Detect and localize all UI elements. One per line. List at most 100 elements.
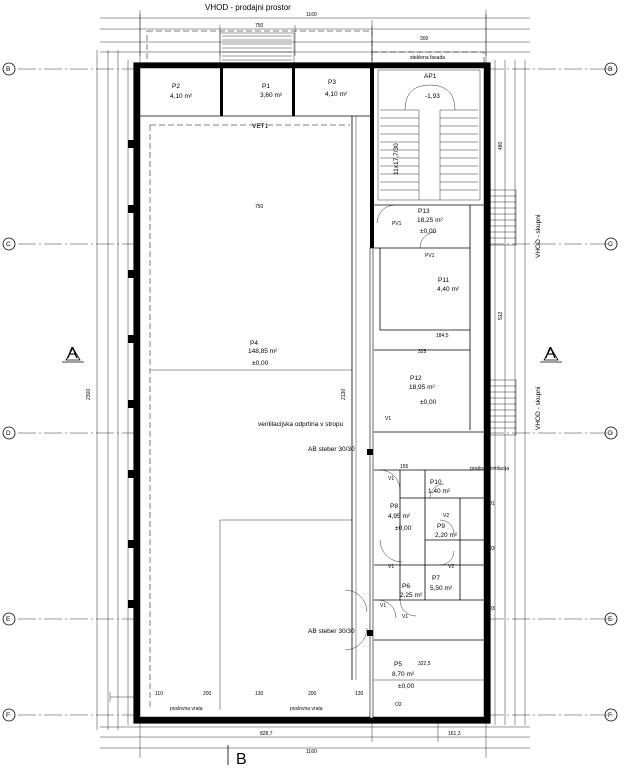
grid-bubbles-left — [2, 62, 16, 722]
room-level: ±0,00 — [420, 228, 437, 235]
dimension-lines-left — [96, 50, 129, 730]
room-area: 5,50 m² — [430, 585, 453, 592]
room-level: ±0,00 — [252, 360, 269, 367]
columns — [128, 140, 373, 636]
room-id: P9 — [437, 523, 445, 530]
door-label: O3 — [488, 546, 495, 552]
door-label: O2 — [395, 702, 402, 708]
door-label: V1 — [380, 603, 386, 609]
grid-axis-c-right: C — [608, 241, 613, 248]
window-note-2: poslovna vrata — [290, 706, 323, 712]
room-p12: P12 18,95 m² ±0,00 — [409, 375, 437, 406]
room-id: P12 — [410, 375, 422, 382]
dim-left-total: 2300 — [86, 389, 92, 400]
room-p5: P5 8,70 m² ±0,00 — [392, 661, 415, 690]
grid-axis-b-left: B — [6, 66, 10, 73]
forced-vent-note: prisilna ventilacija — [470, 466, 509, 472]
room-p8: P8 4,95 m² ±0,00 — [388, 503, 412, 532]
door-label: PV1 — [392, 221, 402, 227]
room-id: P10 — [430, 479, 442, 486]
dim-bottom-b: 161,3 — [448, 731, 461, 737]
room-area: 4,40 m² — [437, 286, 460, 293]
room-area: 2,25 m² — [400, 592, 423, 599]
window-note-1: poslovna vrata — [170, 706, 203, 712]
column-note-1: AB steber 30/30 — [308, 446, 355, 453]
dim-b4: 200 — [308, 691, 317, 697]
dim-bottom-a: 828,7 — [260, 731, 273, 737]
door-label: PV1 — [425, 253, 435, 259]
room-level: ±0,00 — [395, 525, 412, 532]
room-id: P6 — [402, 583, 410, 590]
room-id: P2 — [172, 83, 180, 90]
stair-label: 11x17,7/30 — [393, 143, 400, 175]
room-p9: P9 2,20 m² — [435, 523, 458, 539]
grid-axis-b-right: B — [608, 66, 612, 73]
entrance-canopy — [146, 30, 485, 67]
side-entrance-2: VHOD - skupni — [535, 387, 542, 430]
room-id: P1 — [262, 83, 270, 90]
grid-axis-f-right: F — [608, 712, 612, 719]
grid-axis-f-left: F — [6, 712, 10, 719]
room-id: P4 — [250, 340, 258, 347]
door-label: V2 — [443, 513, 449, 519]
dim-top-b: 300 — [420, 36, 429, 42]
dimension-lines-right — [494, 60, 526, 725]
ap-label: AP1 — [424, 73, 437, 80]
door-label: V1 — [388, 564, 394, 570]
room-level: ±0,00 — [398, 683, 415, 690]
room-p1: P1 3,60 m² — [260, 83, 283, 99]
section-a-left: A — [67, 345, 78, 362]
dim-b3: 130 — [255, 691, 264, 697]
dim-right-b: 480 — [498, 141, 504, 150]
room-id: P5 — [394, 661, 402, 668]
door-swings — [344, 204, 455, 651]
room-area: 4,95 m² — [388, 513, 411, 520]
room-area: 148,85 m² — [248, 348, 278, 355]
vestibule-label: VET1 — [252, 123, 269, 130]
door-label: O3 — [488, 606, 495, 612]
dim-top-a: 750 — [255, 23, 264, 29]
door-label: O1 — [488, 501, 495, 507]
grid-axis-c-left: C — [6, 241, 11, 248]
dim-mid: 750 — [255, 204, 264, 210]
outer-walls — [133, 62, 491, 724]
room-p13: P13 18,25 m² ±0,00 — [417, 208, 443, 235]
dim-b1: 110 — [155, 691, 163, 697]
room-area: 1,40 m² — [428, 488, 451, 495]
room-p6: P6 2,25 m² — [400, 583, 423, 599]
room-p3: P3 4,10 m² — [325, 79, 348, 98]
door-label: V1 — [385, 416, 391, 422]
dim-d1: 325 — [418, 349, 427, 355]
grid-axis-d-left: D — [6, 430, 11, 437]
door-label: V1 — [388, 476, 394, 482]
entrance-top-label: VHOD - prodajni prostor — [205, 3, 291, 12]
room-area: 4,10 m² — [170, 93, 193, 100]
facade-label: steklena fasada — [410, 55, 445, 61]
grid-axis-e-left: E — [6, 616, 11, 623]
room-id: P11 — [438, 277, 449, 284]
room-area: 18,25 m² — [417, 217, 443, 224]
dim-inner-h: 2130 — [341, 389, 347, 400]
room-area: 3,60 m² — [260, 92, 283, 99]
room-id: P3 — [328, 79, 336, 86]
room-area: 8,70 m² — [392, 671, 415, 678]
side-stairs — [485, 189, 517, 436]
grid-bubbles-right — [604, 62, 618, 722]
room-p4: P4 148,85 m² ±0,00 — [248, 340, 278, 367]
stair-level: -1,93 — [425, 93, 440, 100]
interior-walls — [140, 68, 484, 719]
dim-right-a: 512 — [498, 311, 504, 320]
room-id: P7 — [432, 575, 440, 582]
dim-bottom-total: 1160 — [306, 749, 317, 755]
section-b: B — [236, 751, 247, 768]
room-area: 2,20 m² — [435, 532, 458, 539]
side-entrance-1: VHOD - skupni — [535, 215, 542, 258]
room-id: P8 — [390, 503, 398, 510]
section-markers — [62, 347, 562, 765]
column-note-2: AB steber 30/30 — [308, 628, 355, 635]
dim-b2: 200 — [203, 691, 212, 697]
section-a-right: A — [545, 345, 556, 362]
grid-axis-d-right: D — [608, 430, 613, 437]
